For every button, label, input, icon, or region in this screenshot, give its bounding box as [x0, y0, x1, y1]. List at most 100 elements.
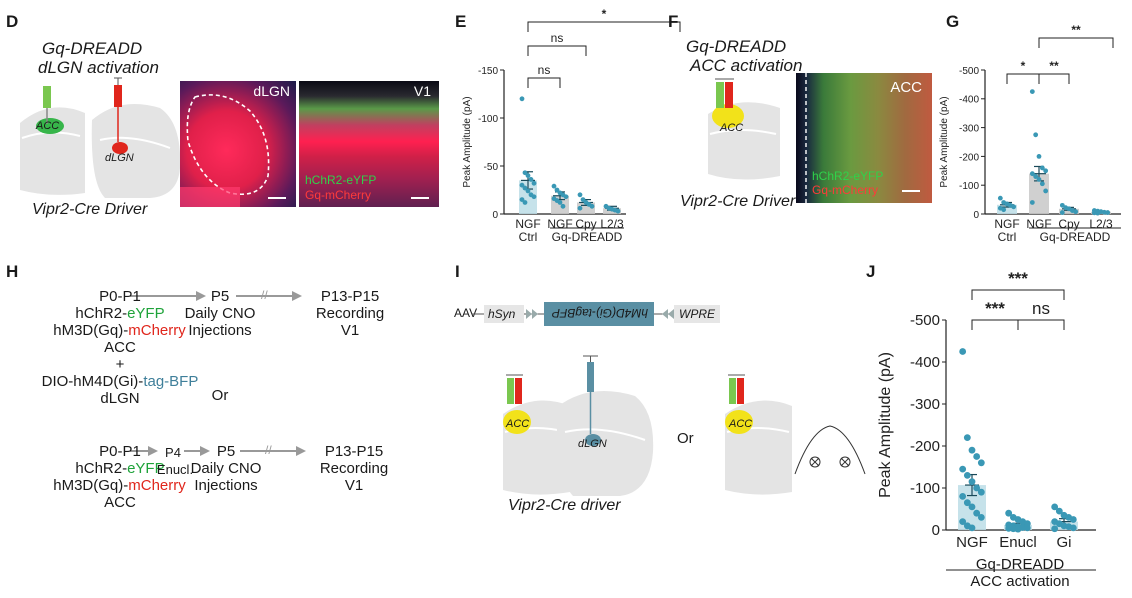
green-syringe [43, 86, 51, 108]
h-row1-p13: P13-P15 [320, 288, 380, 305]
panel-d-title-2: dLGN activation [38, 58, 159, 77]
i-driver: Vipr2-Cre driver [508, 497, 621, 514]
data-point [1029, 89, 1035, 94]
h-row2-inj: Injections [194, 477, 258, 494]
y-tick-label: -200 [910, 438, 940, 455]
h-row2-daily: Daily CNO [190, 460, 262, 477]
significance-label: * [602, 7, 607, 21]
significance-label: *** [985, 299, 1005, 318]
significance-bracket [1038, 73, 1070, 84]
data-point [525, 188, 531, 194]
data-point [554, 187, 560, 193]
i-dlgn-injection [585, 434, 601, 446]
h-row2-virus2-b: mCherry [128, 477, 186, 494]
data-point [1059, 202, 1065, 208]
h-row2-rec: Recording [319, 460, 389, 477]
x-tick-label: Cpy [1058, 217, 1079, 231]
bar [997, 204, 1017, 214]
i-acc-label-1: ACC [506, 418, 530, 430]
panel-d-acc-label: ACC [36, 120, 60, 132]
panel-label-e: E [455, 12, 467, 31]
significance-label: ** [1049, 59, 1059, 73]
x-tick-label: Ctrl [998, 230, 1017, 244]
h-row1-daily: Daily CNO [184, 305, 256, 322]
data-point [563, 194, 569, 200]
panel-f-title-1: Gq-DREADD [686, 37, 787, 56]
y-tick-label: -300 [910, 396, 940, 413]
significance-label: * [1021, 59, 1026, 73]
h-row1-left-block: P0-P1 hChR2-eYFP [60, 288, 180, 322]
h-or: Or [211, 387, 229, 404]
data-point [959, 518, 967, 525]
data-point [1043, 188, 1049, 194]
data-point [519, 182, 525, 188]
panel-label-d: D [6, 12, 19, 31]
significance-bracket [527, 77, 561, 88]
data-point [997, 195, 1003, 201]
bar [1059, 208, 1079, 214]
h-row1-plus: + [115, 356, 125, 373]
h-row1-virus1-a: hChR2- [75, 305, 128, 322]
panel-label-h: H [6, 262, 19, 281]
data-point [531, 194, 537, 200]
data-point [1039, 165, 1045, 171]
panel-f-title-2: ACC activation [690, 56, 803, 75]
panel-label-j: J [866, 262, 876, 281]
y-axis-label: Peak Amplitude (pA) [877, 352, 894, 498]
i-blue-syringe [587, 362, 594, 392]
data-point [577, 205, 583, 211]
data-point [968, 446, 976, 454]
data-point [519, 197, 525, 203]
y-tick-label: -100 [478, 114, 498, 125]
y-tick-label: -50 [484, 162, 499, 173]
x-tick-label: NGF [994, 217, 1019, 231]
x-tick-label: NGF [1026, 217, 1051, 231]
construct-wpre: WPRE [679, 307, 715, 321]
panel-i-brains [503, 355, 866, 496]
break-mark-2: // [265, 443, 272, 457]
y-tick-label: -150 [478, 66, 498, 77]
x-tick-label: NGF [547, 217, 572, 231]
data-point [1069, 516, 1077, 523]
j-sub1: Gq-DREADD [975, 556, 1065, 573]
data-point [977, 514, 985, 521]
data-point [589, 203, 595, 209]
significance-label: ns [1032, 299, 1050, 318]
significance-bracket [971, 289, 1065, 300]
panel-f-driver: Vipr2-Cre Driver [680, 193, 796, 210]
data-point [1029, 200, 1035, 205]
significance-bracket [1017, 319, 1065, 330]
h-row1-p0: P0-P1 [99, 288, 141, 305]
significance-bracket [527, 45, 587, 56]
dlgn-injection [112, 142, 128, 154]
data-point [1051, 503, 1059, 511]
h-row2-p4: P4 [165, 445, 181, 460]
panel-h-timeline [130, 291, 306, 456]
data-point [528, 177, 534, 182]
data-point [1029, 171, 1035, 177]
i-acc-label-2: ACC [729, 418, 753, 430]
construct-hm4d-label: hM4D(Gi)-tagBFP [552, 306, 649, 320]
mouse-head-outline [794, 425, 866, 475]
red-syringe-f [725, 82, 733, 108]
data-point [560, 203, 566, 209]
group-label: Gq-DREADD [1040, 230, 1111, 244]
data-point [977, 488, 985, 496]
panel-f-brain-schematic [708, 78, 780, 180]
data-point [1001, 207, 1007, 213]
green-syringe-f [716, 82, 724, 108]
h-row1-virus2: hM3D(Gq)-mCherry [12, 322, 227, 339]
h-row1-virus3: DIO-hM4D(Gi)-tag-BFP [0, 373, 240, 390]
y-tick-label: -400 [910, 354, 940, 371]
h-row2-virus2: hM3D(Gq)-mCherry [12, 477, 227, 494]
brain-slice-right [91, 104, 181, 198]
panel-d-title-1: Gq-DREADD [42, 39, 143, 58]
i-dlgn-label: dLGN [578, 438, 607, 450]
h-row1-virus3-a: DIO-hM4D(Gi)- [41, 373, 144, 390]
data-point [1005, 509, 1013, 517]
micrograph-acc-label: ACC [890, 79, 922, 96]
h-row2-virus1: hChR2-eYFP [20, 460, 220, 477]
data-point [973, 484, 981, 492]
significance-bracket [1038, 37, 1114, 48]
